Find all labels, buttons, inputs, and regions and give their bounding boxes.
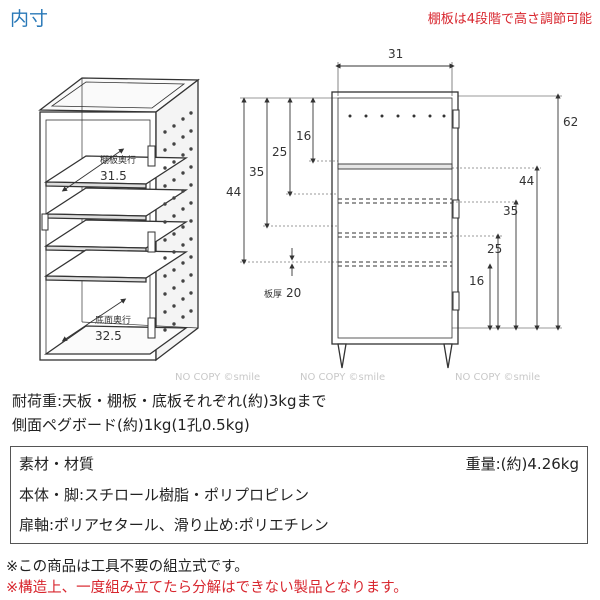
board-thickness-value: 20 [286, 286, 301, 300]
left-height-25: 25 [272, 145, 287, 159]
dimension-diagram: 棚板奥行 31.5 底面奥行 32.5 31 [38, 47, 578, 383]
bottom-depth-value: 32.5 [95, 329, 122, 343]
materials-title: 素材・材質 [19, 455, 95, 473]
assembly-note: ※この商品は工具不要の組立式です。 [6, 559, 249, 575]
bottom-depth-label: 底面奥行 [95, 314, 131, 326]
body-material: 本体・脚:スチロール樹脂・ポリプロピレン [19, 486, 310, 504]
watermark-3: NO COPY ©smile [455, 372, 540, 383]
load-capacity-line2: 側面ペグボード(約)1kg(1孔0.5kg) [12, 416, 250, 434]
left-height-35: 35 [249, 165, 264, 179]
top-shelf-pin-holes [348, 114, 446, 118]
left-height-16: 16 [296, 129, 311, 143]
right-height-44: 44 [519, 174, 534, 188]
adjustable-shelf-note: 棚板は4段階で高さ調節可能 [427, 12, 592, 27]
watermark-2: NO COPY ©smile [300, 372, 385, 383]
right-height-62: 62 [563, 115, 578, 129]
hinge-material: 扉軸:ポリアセタール、滑り止め:ポリエチレン [19, 516, 329, 534]
weight-value: 重量:(約)4.26kg [465, 455, 579, 473]
right-height-25: 25 [487, 242, 502, 256]
watermark-1: NO COPY ©smile [175, 372, 260, 383]
load-capacity-line1: 耐荷重:天板・棚板・底板それぞれ(約)3kgまで [12, 392, 327, 410]
left-height-44: 44 [226, 185, 241, 199]
cabinet-front-elevation [331, 91, 460, 369]
width-value: 31 [388, 47, 403, 61]
disassembly-warning: ※構造上、一度組み立てたら分解はできない製品となります。 [6, 580, 408, 596]
board-thickness-label: 板厚 [264, 288, 282, 300]
shelf-depth-label: 棚板奥行 [100, 154, 136, 166]
page-title: 内寸 [10, 8, 49, 30]
pegboard-holes [163, 111, 193, 332]
spec-box: 素材・材質 重量:(約)4.26kg 本体・脚:スチロール樹脂・ポリプロピレン … [10, 446, 588, 544]
right-height-16: 16 [469, 274, 484, 288]
shelf-depth-value: 31.5 [100, 169, 127, 183]
right-height-35: 35 [503, 204, 518, 218]
